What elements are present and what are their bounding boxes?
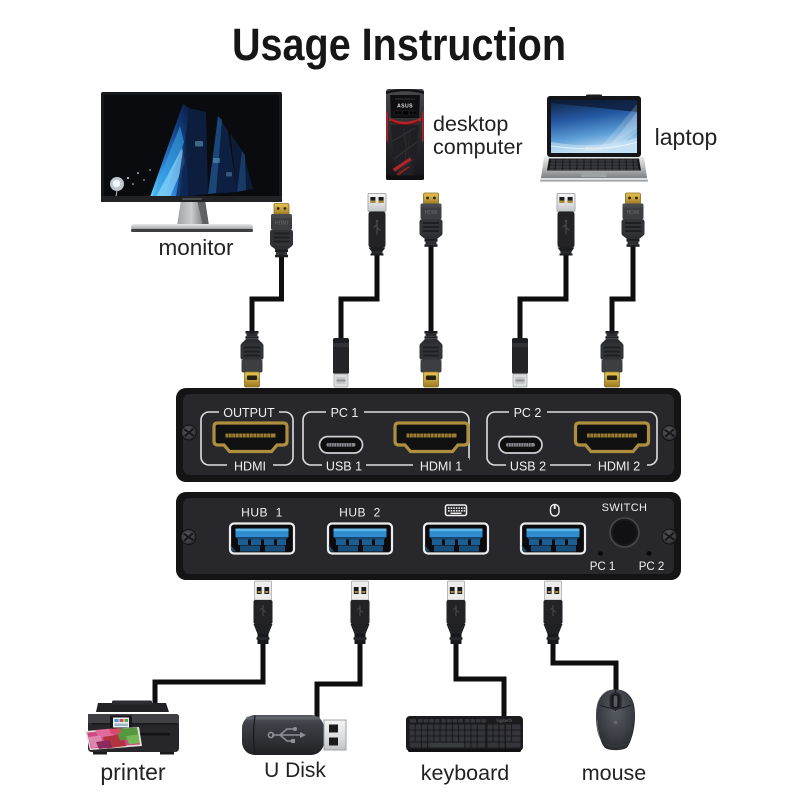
svg-text:Usage Instruction: Usage Instruction — [232, 19, 566, 70]
svg-text:U Disk: U Disk — [264, 759, 326, 782]
svg-text:USB 2: USB 2 — [510, 460, 546, 474]
svg-text:HDMI: HDMI — [234, 460, 266, 474]
svg-text:laptop: laptop — [655, 124, 718, 150]
svg-text:logitech: logitech — [496, 718, 512, 723]
svg-text:monitor: monitor — [158, 235, 234, 260]
svg-text:ASUS: ASUS — [585, 147, 603, 153]
svg-text:SWITCH: SWITCH — [602, 502, 648, 514]
svg-text:HUB 2: HUB 2 — [339, 506, 381, 520]
svg-text:computer: computer — [433, 135, 523, 159]
svg-text:HUB 1: HUB 1 — [241, 506, 283, 520]
svg-text:PC 1: PC 1 — [590, 561, 616, 573]
svg-text:printer: printer — [100, 759, 166, 785]
svg-text:PC 1: PC 1 — [331, 406, 359, 420]
svg-text:PC 2: PC 2 — [514, 406, 542, 420]
svg-text:desktop: desktop — [433, 112, 508, 136]
svg-text:mouse: mouse — [582, 761, 647, 785]
svg-text:ASUS: ASUS — [397, 104, 413, 110]
svg-text:USB 1: USB 1 — [326, 460, 362, 474]
svg-text:HDMI 1: HDMI 1 — [420, 460, 462, 474]
svg-text:keyboard: keyboard — [421, 761, 509, 785]
svg-text:PC 2: PC 2 — [639, 561, 665, 573]
svg-text:HDMI 2: HDMI 2 — [598, 460, 640, 474]
svg-text:OUTPUT: OUTPUT — [223, 406, 275, 420]
